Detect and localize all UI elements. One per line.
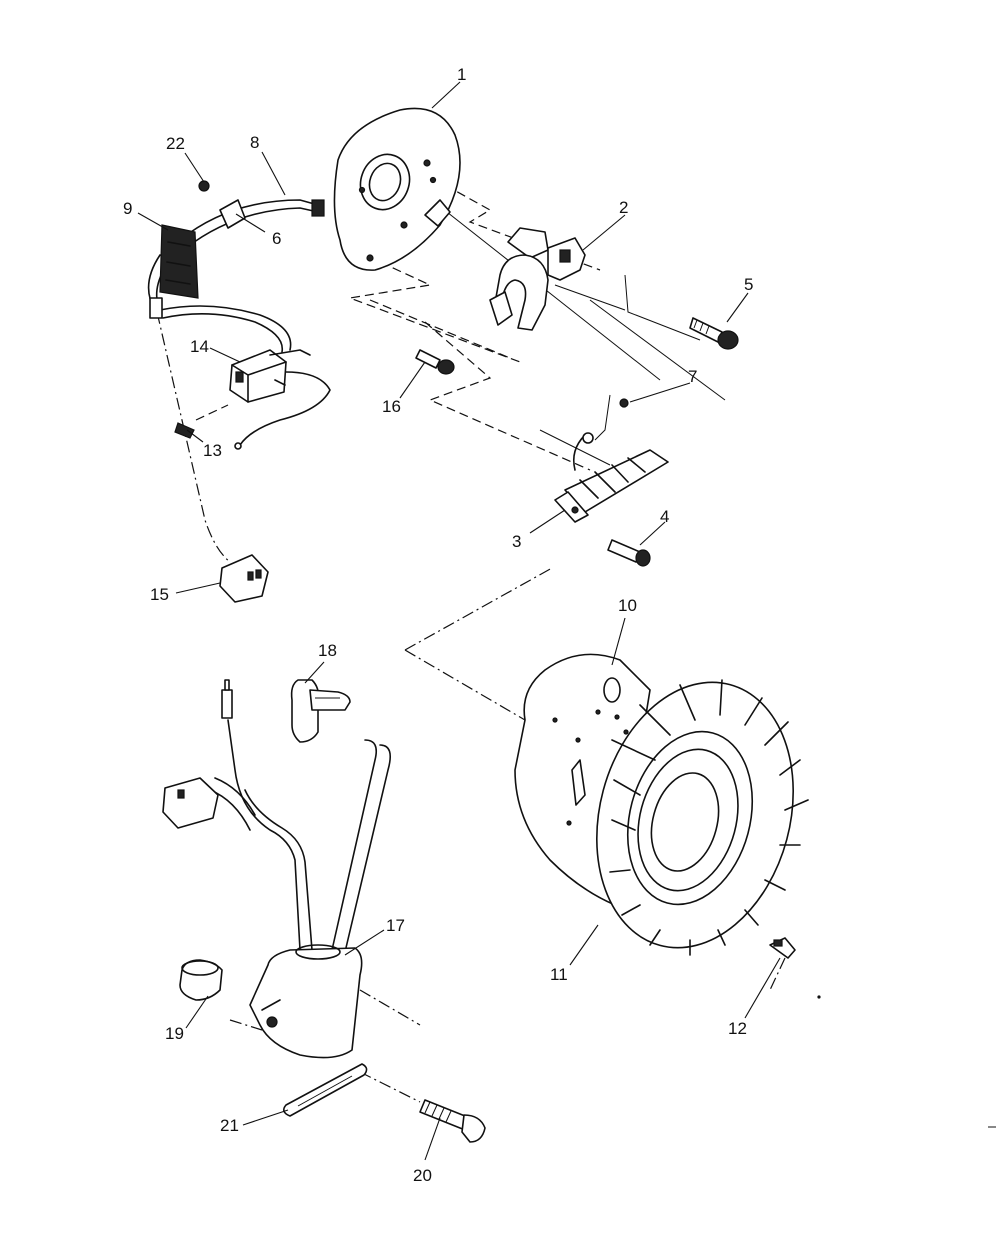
- callout-19: 19: [165, 1024, 184, 1043]
- callout-22: 22: [166, 134, 185, 153]
- rubber-boot: [179, 959, 223, 1001]
- callout-11: 11: [550, 965, 568, 984]
- leader-lines: [137, 81, 781, 1161]
- wire-harness: [147, 199, 325, 353]
- callout-16: 16: [382, 397, 401, 416]
- callout-10: 10: [618, 596, 637, 615]
- callout-6: 6: [272, 229, 281, 248]
- callout-5: 5: [744, 275, 753, 294]
- callout-13: 13: [203, 441, 222, 460]
- callout-14: 14: [190, 337, 209, 356]
- callout-4: 4: [660, 507, 669, 526]
- callout-9: 9: [123, 199, 132, 218]
- flywheel: [514, 653, 809, 956]
- rectifier-module: [229, 349, 331, 450]
- callout-12: 12: [728, 1019, 747, 1038]
- short-bolt: [607, 539, 651, 567]
- callout-labels: 1 2 3 4 5 6 7 8 9 10 11 12 13 14 15 16 1…: [123, 65, 753, 1185]
- callout-17: 17: [386, 916, 405, 935]
- bolt-20: [419, 1099, 486, 1143]
- assembly-lines: [156, 174, 786, 1103]
- connector-15: [219, 554, 269, 603]
- screw-22: [198, 180, 210, 192]
- callout-21: 21: [220, 1116, 239, 1135]
- callout-3: 3: [512, 532, 521, 551]
- scan-artifacts: [817, 995, 996, 1128]
- callout-2: 2: [619, 198, 628, 217]
- small-screw-7: [619, 398, 629, 408]
- long-bolt: [689, 317, 739, 350]
- callout-8: 8: [250, 133, 259, 152]
- mounting-plate: [159, 224, 199, 299]
- bracket-strap: [282, 1063, 368, 1117]
- screw-16: [415, 349, 455, 375]
- ignition-coil: [162, 679, 391, 1059]
- callout-20: 20: [413, 1166, 432, 1185]
- callout-1: 1: [457, 65, 466, 84]
- callout-15: 15: [150, 585, 169, 604]
- callout-7: 7: [688, 367, 697, 386]
- callout-18: 18: [318, 641, 337, 660]
- pulser-coil: [554, 432, 669, 523]
- spark-plug-cap: [290, 679, 351, 743]
- stator-plate: [333, 107, 461, 271]
- bolt-12: [769, 937, 796, 959]
- terminal-13: [174, 404, 229, 439]
- clamp-bracket: [489, 227, 586, 331]
